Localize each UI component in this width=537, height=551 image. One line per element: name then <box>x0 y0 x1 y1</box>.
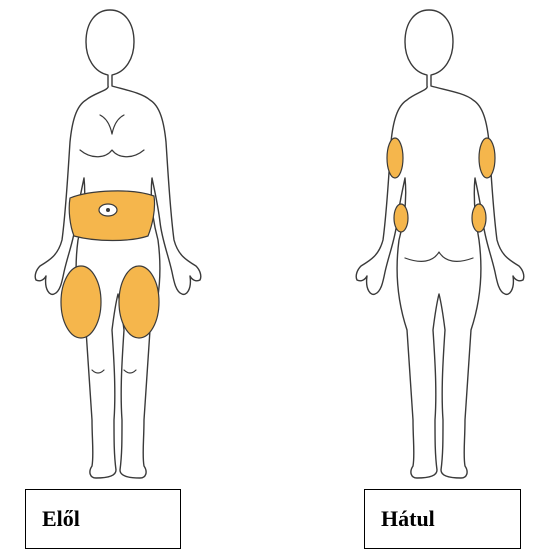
back-right-upper-arm-injection-zone <box>479 138 495 178</box>
back-body-outline <box>356 10 524 478</box>
front-left-thigh-injection-zone <box>61 266 101 338</box>
front-navel-dot <box>106 208 110 212</box>
front-body-outline <box>35 10 201 478</box>
back-left-upper-arm-injection-zone <box>387 138 403 178</box>
back-body-diagram <box>297 0 537 490</box>
front-view-label: Elől <box>42 508 80 530</box>
back-view-label-box: Hátul <box>364 489 521 549</box>
back-view-label: Hátul <box>381 508 435 530</box>
front-body-figure <box>0 0 240 490</box>
back-right-flank-injection-zone <box>472 204 486 232</box>
front-view-label-box: Elől <box>25 489 181 549</box>
back-left-flank-injection-zone <box>394 204 408 232</box>
back-body-figure <box>297 0 537 490</box>
front-body-diagram <box>0 0 240 490</box>
front-right-thigh-injection-zone <box>119 266 159 338</box>
